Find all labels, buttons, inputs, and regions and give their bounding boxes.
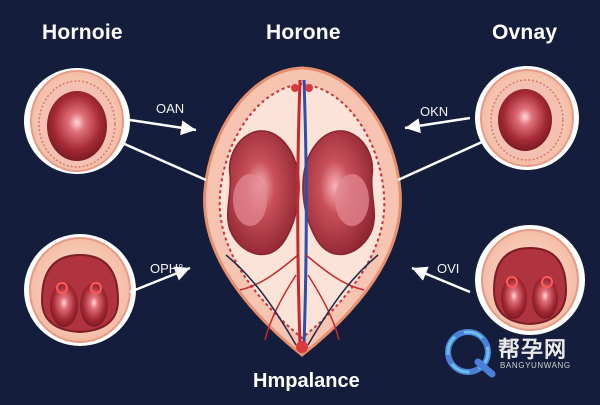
label-top-right: Ovnay: [492, 21, 558, 44]
ovary-circle-bottom-right: [475, 225, 585, 335]
central-organ: [203, 66, 402, 357]
ovary-circle-top-left: [24, 68, 130, 174]
label-arrow-lower-right: OVI: [437, 261, 460, 276]
label-top-left: Hornoie: [42, 21, 123, 44]
label-arrow-upper-left: OAN: [156, 101, 185, 116]
label-top-center: Horone: [266, 21, 341, 44]
arrow-lower-left: [129, 266, 191, 294]
ovary-circle-top-right: [475, 66, 579, 170]
arrow-upper-right: [397, 116, 483, 182]
watermark-subtext: BANGYUNWANG: [500, 361, 571, 370]
arrow-upper-left: [119, 118, 207, 182]
ovary-circle-bottom-left: [24, 234, 136, 346]
arrow-lower-right: [411, 266, 471, 294]
watermark: 帮孕网 BANGYUNWANG: [444, 328, 594, 376]
label-arrow-lower-left: OPH°: [150, 261, 184, 276]
watermark-logo-icon: [445, 329, 496, 378]
label-arrow-upper-right: OKN: [420, 104, 449, 119]
watermark-text: 帮孕网: [498, 338, 568, 363]
label-bottom-center: Hmpalance: [253, 370, 360, 392]
